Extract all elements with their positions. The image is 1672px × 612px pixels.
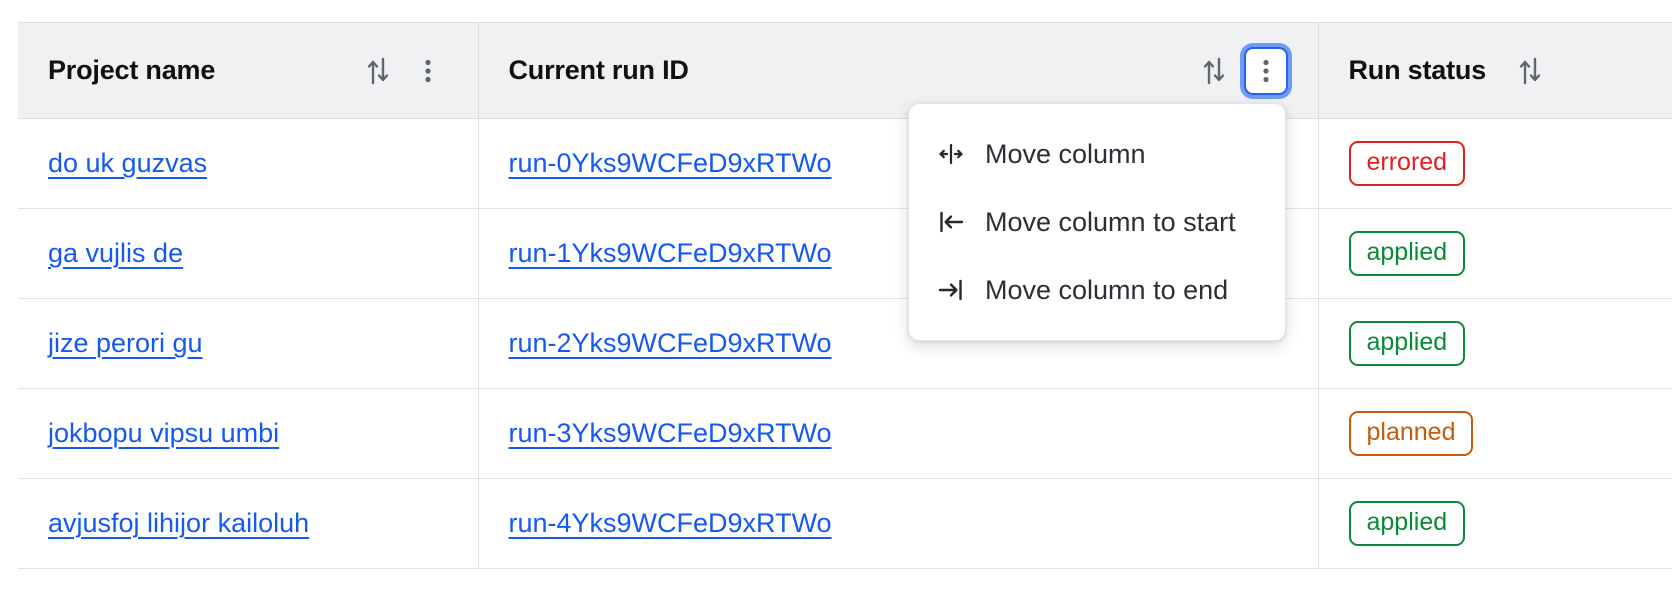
- run-id-link[interactable]: run-1Yks9WCFeD9xRTWo: [508, 238, 832, 268]
- menu-item-move-column-to-start[interactable]: Move column to start: [909, 188, 1285, 256]
- cell-project-name: do uk guzvas: [18, 118, 479, 209]
- project-name-link[interactable]: avjusfoj lihijor kailoluh: [48, 508, 310, 538]
- column-header-label: Current run ID: [508, 55, 689, 85]
- sort-button-current-run-id[interactable]: [1194, 51, 1234, 91]
- menu-item-label: Move column to end: [985, 274, 1229, 305]
- column-header-project-name: Project name: [18, 22, 479, 119]
- table-row: avjusfoj lihijor kailoluh run-4Yks9WCFeD…: [18, 478, 1672, 569]
- table-body: do uk guzvas run-0Yks9WCFeD9xRTWo errore…: [18, 118, 1672, 569]
- menu-item-move-column[interactable]: Move column: [909, 120, 1285, 188]
- column-context-menu: Move column Move column to start Move co…: [908, 103, 1286, 341]
- cell-current-run-id: run-3Yks9WCFeD9xRTWo: [478, 388, 1319, 479]
- column-header-current-run-id: Current run ID: [478, 22, 1319, 119]
- table-row: ga vujlis de run-1Yks9WCFeD9xRTWo applie…: [18, 208, 1672, 299]
- run-id-link[interactable]: run-2Yks9WCFeD9xRTWo: [508, 328, 832, 358]
- cell-project-name: ga vujlis de: [18, 208, 479, 299]
- sort-button-project-name[interactable]: [358, 51, 398, 91]
- project-name-link[interactable]: do uk guzvas: [48, 148, 208, 178]
- table-header-row: Project name: [18, 22, 1672, 119]
- menu-item-label: Move column: [985, 138, 1146, 169]
- status-badge: planned: [1348, 411, 1474, 456]
- cell-current-run-id: run-4Yks9WCFeD9xRTWo: [478, 478, 1319, 569]
- cell-run-status: errored: [1318, 118, 1672, 209]
- status-badge: applied: [1348, 501, 1466, 546]
- menu-item-label: Move column to start: [985, 206, 1236, 237]
- status-badge: errored: [1348, 141, 1466, 186]
- run-id-link[interactable]: run-4Yks9WCFeD9xRTWo: [508, 508, 832, 538]
- table-row: do uk guzvas run-0Yks9WCFeD9xRTWo errore…: [18, 118, 1672, 209]
- table-header: Project name: [18, 22, 1672, 119]
- project-name-link[interactable]: jokbopu vipsu umbi: [48, 418, 280, 448]
- move-to-end-icon: [937, 276, 965, 304]
- sort-button-run-status[interactable]: [1510, 51, 1550, 91]
- status-badge: applied: [1348, 231, 1466, 276]
- sort-arrows-icon: [1519, 57, 1541, 84]
- run-id-link[interactable]: run-0Yks9WCFeD9xRTWo: [508, 148, 832, 178]
- move-to-start-icon: [937, 208, 965, 236]
- kebab-menu-icon: [1262, 59, 1269, 82]
- sort-arrows-icon: [367, 57, 388, 84]
- column-header-run-status: Run status: [1318, 22, 1672, 119]
- status-badge: applied: [1348, 321, 1466, 366]
- cell-project-name: jokbopu vipsu umbi: [18, 388, 479, 479]
- kebab-menu-icon: [424, 59, 431, 82]
- table-row: jize perori gu run-2Yks9WCFeD9xRTWo appl…: [18, 298, 1672, 389]
- run-id-link[interactable]: run-3Yks9WCFeD9xRTWo: [508, 418, 832, 448]
- column-menu-button-project-name[interactable]: [408, 51, 448, 91]
- cell-run-status: planned: [1318, 388, 1672, 479]
- sort-arrows-icon: [1203, 57, 1224, 84]
- project-name-link[interactable]: ga vujlis de: [48, 238, 184, 268]
- cell-run-status: applied: [1318, 208, 1672, 299]
- projects-table: Project name: [18, 22, 1672, 569]
- table-row: jokbopu vipsu umbi run-3Yks9WCFeD9xRTWo …: [18, 388, 1672, 479]
- project-name-link[interactable]: jize perori gu: [48, 328, 203, 358]
- move-column-icon: [937, 140, 965, 168]
- cell-project-name: jize perori gu: [18, 298, 479, 389]
- column-header-label: Run status: [1348, 55, 1487, 85]
- menu-item-move-column-to-end[interactable]: Move column to end: [909, 256, 1285, 324]
- column-menu-button-current-run-id[interactable]: [1243, 46, 1288, 95]
- cell-run-status: applied: [1318, 298, 1672, 389]
- cell-project-name: avjusfoj lihijor kailoluh: [18, 478, 479, 569]
- cell-run-status: applied: [1318, 478, 1672, 569]
- column-header-label: Project name: [48, 55, 216, 85]
